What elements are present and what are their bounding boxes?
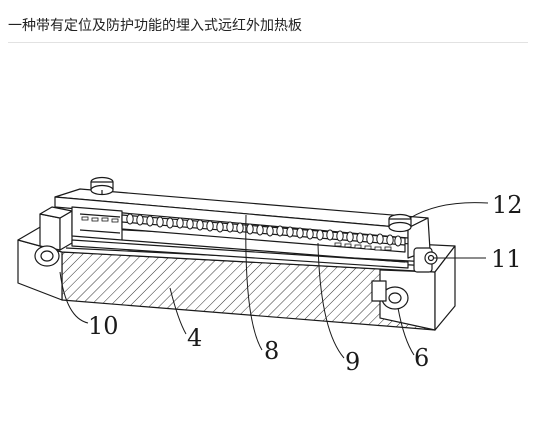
callout-12: 12: [492, 191, 523, 219]
page-title: 一种带有定位及防护功能的埋入式远红外加热板: [8, 18, 302, 34]
left-support-post-front: [39, 213, 61, 251]
base-right-side: [434, 245, 456, 331]
lower-frame-rail: [71, 239, 409, 269]
callout-8: 8: [264, 337, 279, 365]
leader-12: [409, 202, 489, 219]
left-roller: [34, 245, 60, 267]
callout-9: 9: [345, 348, 360, 376]
callout-6: 6: [414, 344, 429, 372]
leader-10: [59, 271, 89, 324]
heating-coil: [126, 213, 402, 247]
callout-10: 10: [88, 312, 119, 340]
leader-4: [169, 287, 187, 335]
callout-11: 11: [491, 245, 522, 273]
leader-8: [245, 214, 263, 351]
frame-slots: [81, 216, 392, 251]
callout-4: 4: [187, 324, 202, 352]
leader-9: [317, 242, 345, 359]
leader-6: [397, 307, 415, 356]
title-divider: [8, 42, 528, 43]
